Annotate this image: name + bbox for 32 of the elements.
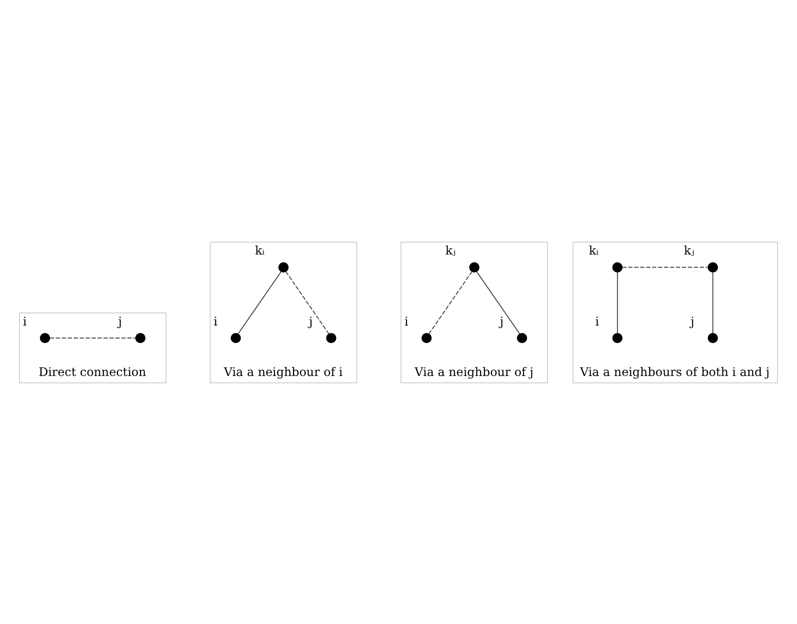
node-circle [708, 332, 718, 343]
connector [49, 337, 136, 338]
connector [285, 270, 330, 334]
node-label: i [22, 314, 27, 328]
node-label: j [690, 314, 694, 328]
node-label: kⱼ [684, 243, 694, 258]
node-label: j [118, 314, 122, 328]
node-circle [40, 332, 50, 343]
node-circle [612, 262, 623, 272]
node-circle [135, 332, 146, 343]
node-label: kᵢ [588, 243, 599, 258]
connector [238, 270, 282, 334]
node-label: kᵢ [254, 243, 265, 258]
node-circle [278, 262, 289, 272]
node-label: j [500, 314, 504, 328]
node-label: i [214, 314, 218, 328]
node-circle [516, 332, 528, 343]
connector [476, 270, 520, 334]
node-label: i [595, 314, 600, 328]
connector [622, 266, 708, 268]
node-circle [422, 332, 432, 343]
node-label: i [404, 314, 408, 328]
connector [428, 270, 472, 334]
node-circle [612, 332, 623, 343]
node-label: kⱼ [445, 243, 456, 258]
connector [617, 271, 618, 334]
node-label: j [309, 314, 313, 328]
node-circle [230, 332, 241, 343]
node-circle [469, 262, 480, 272]
node-circle [708, 262, 718, 272]
node-circle [326, 332, 336, 343]
connector [712, 271, 714, 334]
